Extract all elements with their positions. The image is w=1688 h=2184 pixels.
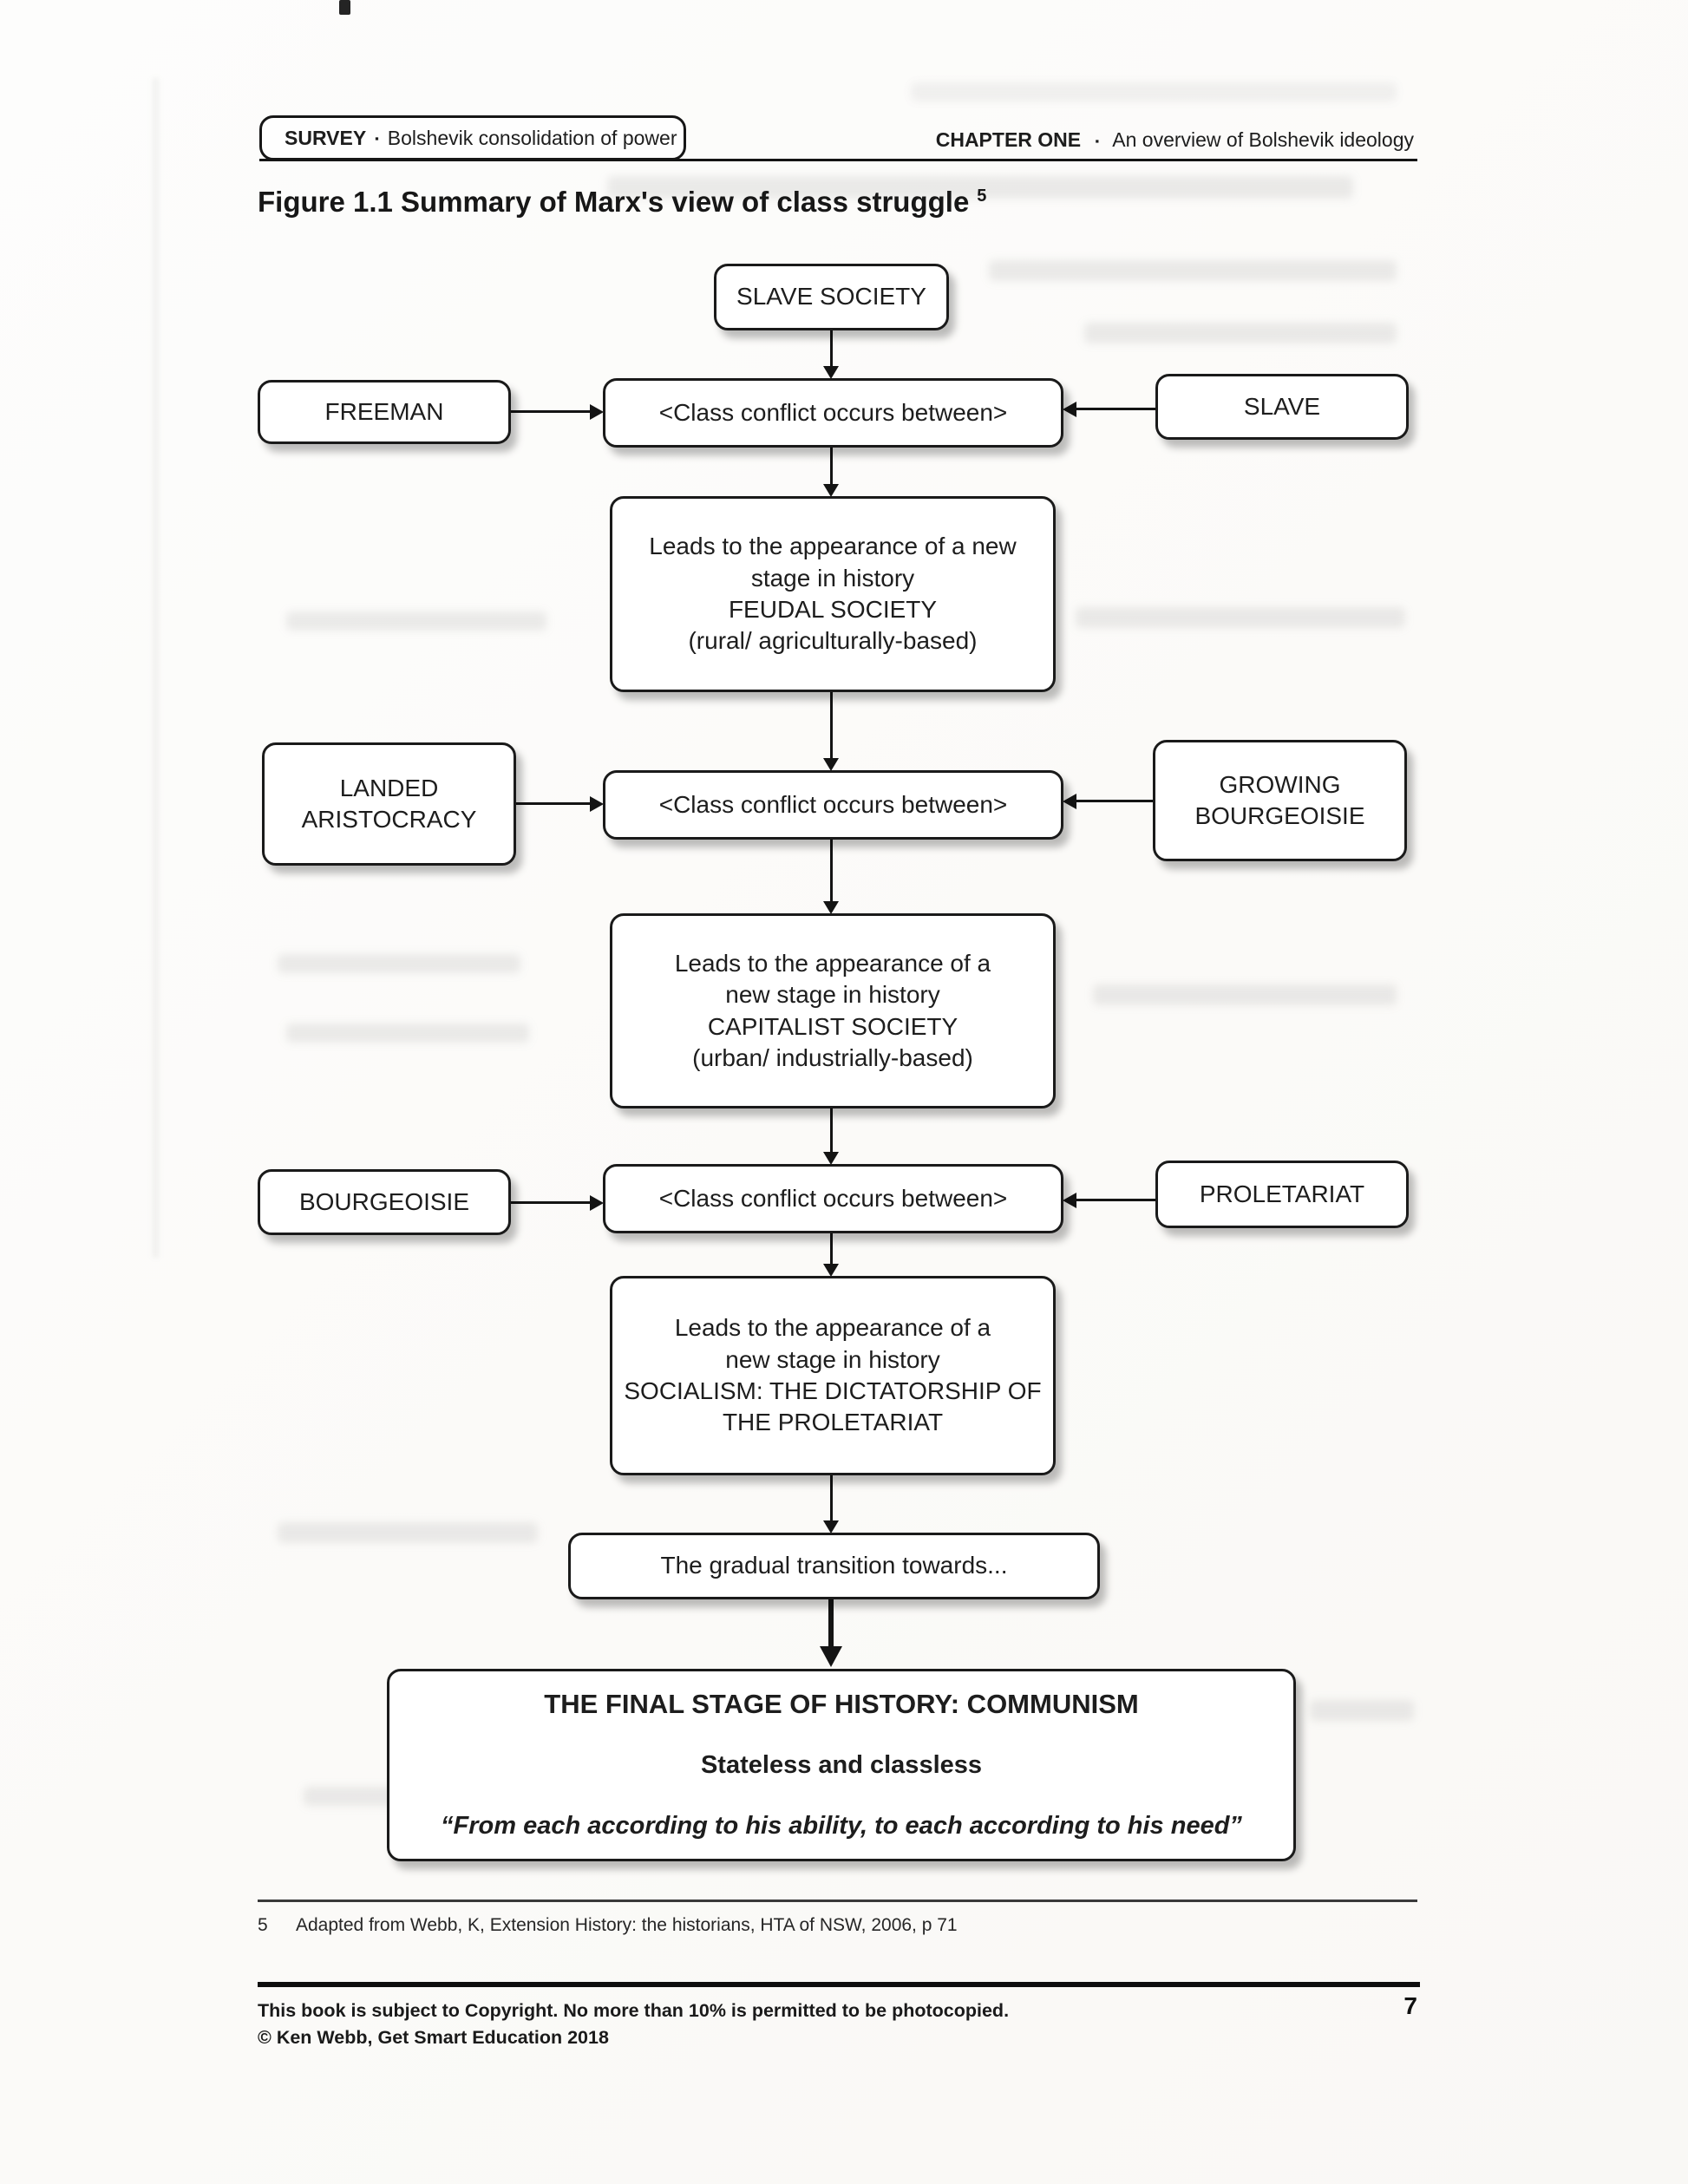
- arrowhead-down-icon: [823, 1152, 839, 1165]
- arrowhead-right-icon: [590, 1195, 604, 1211]
- bleedthrough-artifact: [1093, 984, 1397, 1005]
- node-socialism: Leads to the appearance of a new stage i…: [610, 1276, 1056, 1475]
- arrowhead-left-icon: [1063, 794, 1076, 809]
- bleedthrough-artifact: [1084, 323, 1397, 343]
- connector-line: [511, 410, 591, 413]
- header-survey-tab: SURVEY ▪ Bolshevik consolidation of powe…: [259, 115, 686, 160]
- node-bourgeoisie: BOURGEOISIE: [258, 1169, 511, 1235]
- footer-rule: [258, 1982, 1420, 1987]
- figure-title: Figure 1.1 Summary of Marx's view of cla…: [258, 186, 986, 219]
- footnote: 5 Adapted from Webb, K, Extension History…: [258, 1915, 958, 1936]
- node-landed-aristocracy: LANDED ARISTOCRACY: [262, 742, 516, 866]
- footnote-marker: 5: [258, 1915, 268, 1935]
- connector-line: [830, 840, 833, 901]
- bullet-separator-icon: ▪: [375, 131, 379, 145]
- node-lead-in: Leads to the appearance of a new stage i…: [649, 533, 1017, 592]
- copyright-line-1: This book is subject to Copyright. No mo…: [258, 2000, 1010, 2021]
- connector-line: [830, 1108, 833, 1152]
- node-stage-qualifier: (urban/ industrially-based): [692, 1043, 973, 1071]
- arrowhead-down-icon: [823, 1264, 839, 1277]
- connector-line-bold: [828, 1599, 834, 1648]
- bleedthrough-artifact: [1310, 1700, 1414, 1721]
- node-label: BOURGEOISIE: [298, 1187, 470, 1215]
- node-feudal-society: Leads to the appearance of a new stage i…: [610, 496, 1056, 692]
- arrowhead-left-icon: [1063, 1193, 1076, 1208]
- node-lead-in: Leads to the appearance of a new stage i…: [674, 949, 991, 1009]
- node-label: <Class conflict occurs between>: [658, 1184, 1008, 1212]
- connector-line: [1076, 1199, 1155, 1201]
- node-label: FREEMAN: [324, 397, 444, 425]
- final-title: THE FINAL STAGE OF HISTORY: COMMUNISM: [544, 1689, 1139, 1720]
- chapter-text: An overview of Bolshevik ideology: [1112, 128, 1414, 151]
- copyright-line-2: © Ken Webb, Get Smart Education 2018: [258, 2027, 609, 2048]
- node-proletariat: PROLETARIAT: [1155, 1161, 1409, 1228]
- connector-line: [830, 692, 833, 758]
- node-label: GROWING BOURGEOISIE: [1194, 770, 1365, 829]
- bleedthrough-artifact: [911, 82, 1397, 101]
- node-stage-name: CAPITALIST SOCIETY: [707, 1012, 958, 1040]
- arrowhead-down-icon: [820, 1646, 842, 1667]
- footnote-text: Adapted from Webb, K, Extension History:…: [296, 1915, 958, 1935]
- bleedthrough-artifact: [607, 176, 1353, 199]
- arrowhead-down-icon: [823, 366, 839, 379]
- node-gradual-transition: The gradual transition towards...: [568, 1533, 1100, 1599]
- arrowhead-down-icon: [823, 758, 839, 771]
- node-label: The gradual transition towards...: [660, 1552, 1008, 1579]
- arrowhead-left-icon: [1063, 402, 1076, 417]
- header-rule: [259, 159, 1417, 161]
- node-stage-qualifier: (rural/ agriculturally-based): [688, 627, 978, 655]
- node-capitalist-society: Leads to the appearance of a new stage i…: [610, 913, 1056, 1108]
- connector-line: [511, 1201, 591, 1204]
- node-label: <Class conflict occurs between>: [658, 398, 1008, 426]
- node-slave-society: SLAVE SOCIETY: [714, 264, 949, 330]
- arrowhead-right-icon: [590, 796, 604, 812]
- connector-line: [830, 1475, 833, 1520]
- bullet-separator-icon: ▪: [1095, 134, 1100, 147]
- node-stage-name: FEUDAL SOCIETY: [728, 596, 938, 623]
- connector-line: [1076, 408, 1155, 410]
- node-growing-bourgeoisie: GROWING BOURGEOISIE: [1153, 740, 1407, 861]
- chapter-label: CHAPTER ONE: [935, 128, 1082, 151]
- connector-line: [516, 802, 591, 805]
- node-stage-name: SOCIALISM: THE DICTATORSHIP OF THE PROLE…: [624, 1377, 1042, 1436]
- node-label: SLAVE: [1243, 392, 1321, 420]
- node-label: SLAVE SOCIETY: [736, 283, 926, 311]
- survey-text: Bolshevik consolidation of power: [387, 126, 677, 149]
- survey-label: SURVEY: [285, 126, 367, 149]
- footnote-rule: [258, 1900, 1417, 1902]
- node-class-conflict-1: <Class conflict occurs between>: [603, 378, 1063, 448]
- connector-line: [830, 448, 833, 484]
- bleedthrough-artifact: [278, 954, 520, 973]
- final-quote: “From each according to his ability, to …: [441, 1812, 1242, 1841]
- page-number: 7: [1403, 1992, 1417, 2019]
- connector-line: [830, 1233, 833, 1264]
- header-chapter: CHAPTER ONE ▪ An overview of Bolshevik i…: [781, 128, 1414, 152]
- node-label: PROLETARIAT: [1199, 1180, 1365, 1207]
- scan-speck: [339, 0, 350, 15]
- bleedthrough-artifact: [1076, 607, 1405, 628]
- node-class-conflict-2: <Class conflict occurs between>: [603, 770, 1063, 840]
- arrowhead-down-icon: [823, 1520, 839, 1533]
- node-label: <Class conflict occurs between>: [658, 790, 1008, 818]
- node-slave: SLAVE: [1155, 374, 1409, 440]
- node-final-stage-communism: THE FINAL STAGE OF HISTORY: COMMUNISM St…: [387, 1669, 1296, 1861]
- node-label: LANDED ARISTOCRACY: [301, 774, 477, 833]
- arrowhead-right-icon: [590, 404, 604, 420]
- figure-title-text: Figure 1.1 Summary of Marx's view of cla…: [258, 186, 970, 218]
- connector-line: [830, 330, 833, 367]
- footnote-reference: 5: [977, 186, 987, 206]
- final-subtitle: Stateless and classless: [700, 1751, 983, 1780]
- bleedthrough-artifact: [286, 611, 546, 631]
- bleedthrough-artifact: [278, 1522, 538, 1543]
- page-edge-shade: [153, 78, 159, 1258]
- arrowhead-down-icon: [823, 901, 839, 914]
- node-freeman: FREEMAN: [258, 380, 511, 444]
- node-class-conflict-3: <Class conflict occurs between>: [603, 1164, 1063, 1233]
- bleedthrough-artifact: [286, 1023, 529, 1043]
- arrowhead-down-icon: [823, 484, 839, 497]
- node-lead-in: Leads to the appearance of a new stage i…: [674, 1314, 991, 1373]
- connector-line: [1076, 800, 1153, 802]
- bleedthrough-artifact: [989, 260, 1397, 281]
